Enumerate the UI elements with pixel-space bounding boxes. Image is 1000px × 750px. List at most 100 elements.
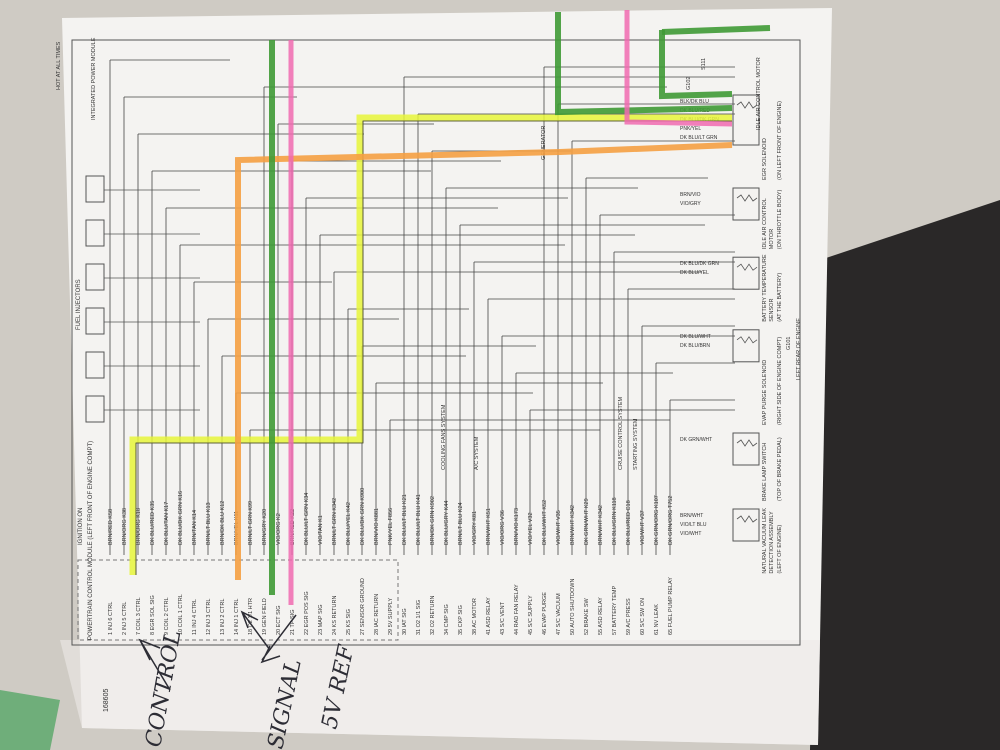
pcm-pin: 38 AC MOTOR VIO/GRY K81 [472,511,478,635]
pin-label: 45 S/C SUPPLY [528,595,534,635]
fuel-injector [85,175,105,203]
pcm-pin: 25 KS SIG DK BLU/YEL K42 [346,502,352,635]
pin-label: 21 TP SIG [290,610,296,635]
pin-label: 1 INJ 6 CTRL [108,602,114,635]
component-wire-label: VIO/WHT [680,531,701,537]
component-wire-label: DK BLU/DK GRN [680,261,719,267]
wire-color-label: DK BLU/DK GRN K900 [360,488,366,545]
pin-label: 65 FUEL PUMP RELAY [668,577,674,635]
component-name: DETECTION ASSEMBLY [769,511,775,574]
pin-label: 38 AC MOTOR [472,598,478,635]
pin-label: 14 INJ 1 CTRL [234,599,240,635]
wire-color-label: DK BLU/RED C18 [626,500,632,545]
pin-label: 35 CKP SIG [458,605,464,635]
pcm-pin: 52 BRAKE SW DK GRN/WHT K29 [584,498,590,635]
wire-color-label: BRN/LT BLU K24 [458,502,464,545]
wire-color-label: PNK/YEL F856 [388,508,394,545]
pin-label: 27 SENSOR GROUND [360,578,366,635]
wire-color-label: BRN/WHT K342 [598,505,604,545]
pin-label: 46 EVAP PURGE [542,592,548,635]
pin-label: 25 KS SIG [346,609,352,635]
wire-color-label: DK BLU/LT BLU K41 [416,494,422,545]
misc-label: INTEGRATED POWER MODULE [91,37,97,120]
misc-label: G102 [686,77,692,90]
pin-label: 2 INJ 5 CTRL [122,602,128,635]
component-brake-lamp-switch: BRAKE LAMP SWITCH(TOP OF BRAKE PEDAL)DK … [680,432,783,501]
wire-color-label: VIO/YEL V32 [528,512,534,545]
component-wire-label: DK GRN/WHT [680,437,712,443]
pin-label: 22 EGR POS SIG [304,591,310,635]
wire-color-label: DK GRN/ORG T752 [668,496,674,545]
pin-label: 34 CMP SIG [444,604,450,635]
wire-color-label: BRN/VIO K881 [374,508,380,545]
pcm-connector-box [77,559,399,641]
wire-color-label: DK BLU/YEL K42 [346,502,352,545]
wire-color-label: BRN/WHT K342 [570,505,576,545]
wire-color-label: DK GRN/WHT K29 [584,498,590,545]
component-wire-label: BLK/DK BLU [680,99,709,105]
page-number: 168605 [103,689,110,712]
pin-label: 61 NV LEAK [654,604,660,635]
component-location: (LEFT OF ENGINE) [777,525,783,574]
component-location: (AT THE BATTERY) [777,273,783,322]
misc-label: S111 [701,58,707,70]
misc-label: CRUISE CONTROL SYSTEM [618,396,624,470]
diagram-frame [71,39,801,646]
misc-label: G101 [786,337,792,350]
pin-label: 59 A/C PRESS [626,598,632,635]
misc-label: COOLING FANS SYSTEM [441,404,447,470]
wire-color-label: VIO/WHT V37 [640,510,646,545]
wire-color-label: DK BLU/DK GRN K16 [178,491,184,545]
arrow-icon [240,610,271,651]
wire-color-label: BRN/VIO K173 [514,508,520,545]
arrow-icon [260,614,297,664]
wire-color-label: DK BLU/TAN K17 [164,502,170,545]
pin-label: 9 COIL 2 CTRL [164,597,170,635]
pcm-pin: 61 NV LEAK DK GRN/ORG K107 [654,495,660,635]
wire-color-label: VIO/GRY K81 [472,511,478,545]
egr-feed-wire-highlight [659,30,733,100]
pcm-pin: 50 AUTO SHUTDOWN BRN/WHT K342 [570,505,576,635]
component-evap-purge-solenoid: EVAP PURGE SOLENOID(RIGHT SIDE OF ENGINE… [680,329,783,425]
pcm-pin: 9 COIL 2 CTRL DK BLU/TAN K17 [164,502,170,635]
wire-color-label: DK GRN/ORG K107 [654,495,660,545]
pin-label: 47 S/C VACUUM [556,593,562,635]
component-name: BRAKE LAMP SWITCH [762,443,768,501]
fuel-injector [85,307,105,335]
wire-color-label: BRN/ORG K38 [122,508,128,545]
pin-label: 20 ECT SIG [276,605,282,635]
component-wire-label: VIO/GRY [680,201,701,207]
pin-label: 43 S/C VENT [500,601,506,635]
pin-label: 32 O2 RETURN [430,596,436,635]
wire-color-label: VIO/ORG K2 [276,513,282,545]
wire-color-label: DK BLU/WHT K52 [542,500,548,545]
egr-ground-wire-highlight [555,12,733,116]
pin-label: 29 5V SUPPLY [388,597,394,635]
pcm-pin: 27 SENSOR GROUND DK BLU/DK GRN K900 [360,488,366,635]
pin-label: 52 BRAKE SW [584,598,590,635]
pin-label: 50 AUTO SHUTDOWN [570,579,576,635]
wire-color-label: BRN/LT GRN K99 [248,501,254,545]
wire-color-label: DK BLU/LT BLU K21 [402,494,408,545]
component-wire-label: PNK/YEL [680,126,701,132]
dark-background [810,200,1000,750]
wire-color-label: BRN/TAN K14 [192,510,198,545]
pin-label: 23 MAP SIG [318,605,324,635]
egr-signal-wire-highlight [235,142,733,580]
wire-color-label: BRN/DK GRN K902 [430,496,436,545]
wire-color-label: VIO/WHT V35 [556,510,562,545]
pin-label: 19 GEN FIELD [262,598,268,635]
